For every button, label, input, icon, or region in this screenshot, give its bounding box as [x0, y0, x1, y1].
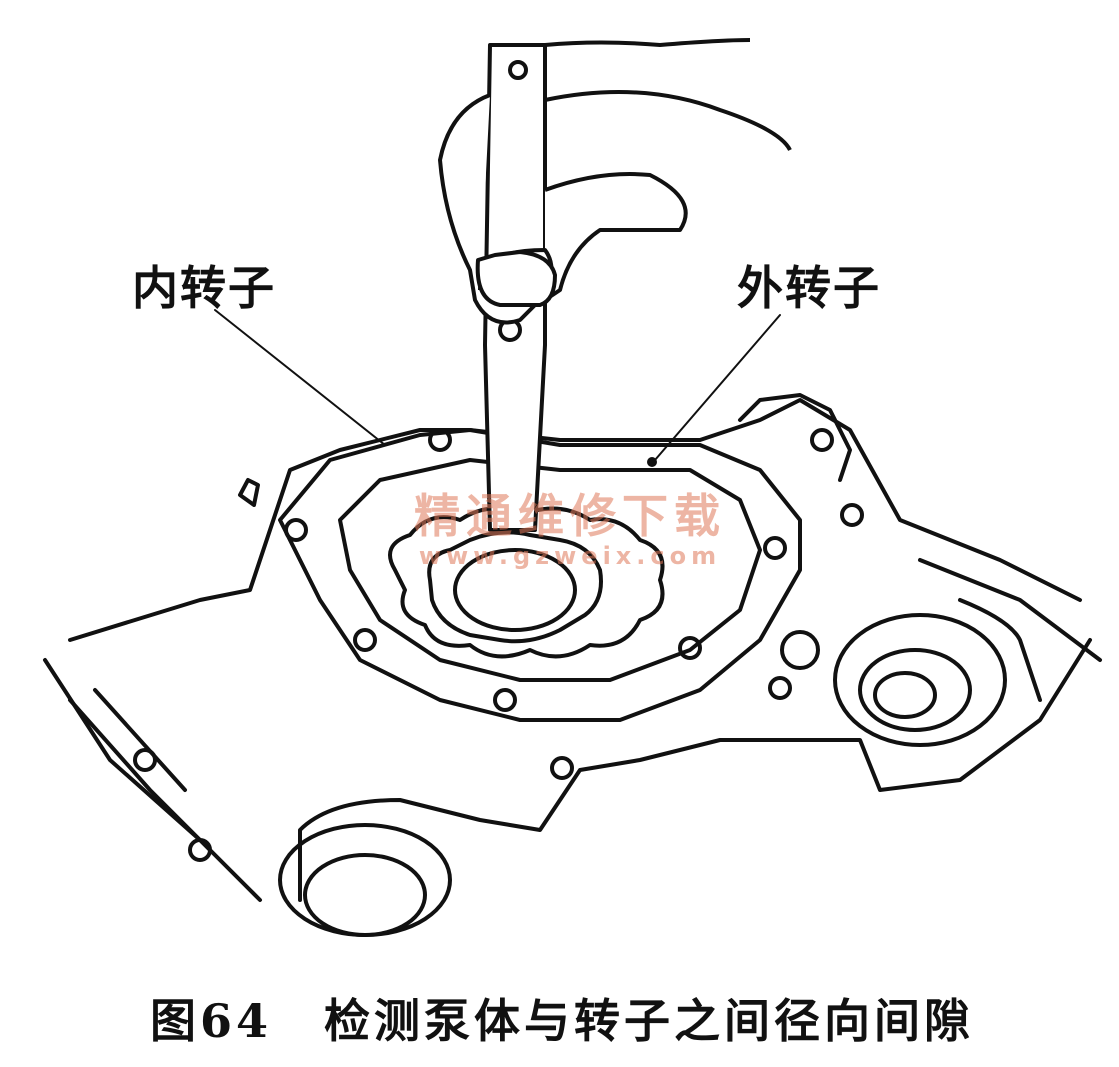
bolt-hole: [840, 503, 864, 527]
hand: [543, 38, 792, 302]
bolt-hole: [810, 428, 834, 452]
figure-title: 检测泵体与转子之间径向间隙: [324, 994, 975, 1048]
bolt-hole: [493, 688, 517, 712]
label-outer-rotor: 外转子: [737, 261, 881, 315]
leader-line-inner-rotor: [214, 309, 386, 446]
bolt-hole: [763, 536, 787, 560]
leader-line-outer-rotor: [654, 314, 781, 461]
stud: [238, 478, 260, 507]
bearing-boss-outer: [833, 613, 1007, 747]
figure-caption: 图64 检测泵体与转子之间径向间隙: [150, 985, 1090, 1051]
bolt-hole: [133, 748, 157, 772]
label-inner-rotor: 内转子: [132, 261, 276, 315]
bearing-boss-core: [873, 671, 937, 719]
housing-top-lug: [738, 393, 852, 482]
bolt-hole: [678, 636, 702, 660]
lower-seal-inner: [303, 853, 427, 937]
bolt-hole: [550, 756, 574, 780]
bolt-hole: [284, 518, 308, 542]
outer-rotor: [388, 506, 665, 659]
leader-dot: [647, 457, 657, 467]
bolt-hole: [428, 428, 452, 452]
lower-seal-outer: [278, 823, 452, 937]
thumb: [475, 250, 557, 307]
housing-right-flange: [918, 558, 1102, 702]
oil-seal: [780, 630, 820, 670]
inner-rotor-bore: [453, 548, 577, 632]
bolt-hole: [768, 676, 792, 700]
bolt-hole: [353, 628, 377, 652]
inner-rotor: [427, 530, 603, 644]
housing-left-flange: [68, 688, 212, 852]
housing-outline: [68, 398, 1082, 642]
figure-number: 图64: [150, 994, 273, 1048]
bearing-boss-inner: [858, 648, 972, 732]
gauge-pivot-top: [508, 60, 528, 80]
bolt-hole: [188, 838, 212, 862]
pump-body-flange: [278, 428, 802, 722]
